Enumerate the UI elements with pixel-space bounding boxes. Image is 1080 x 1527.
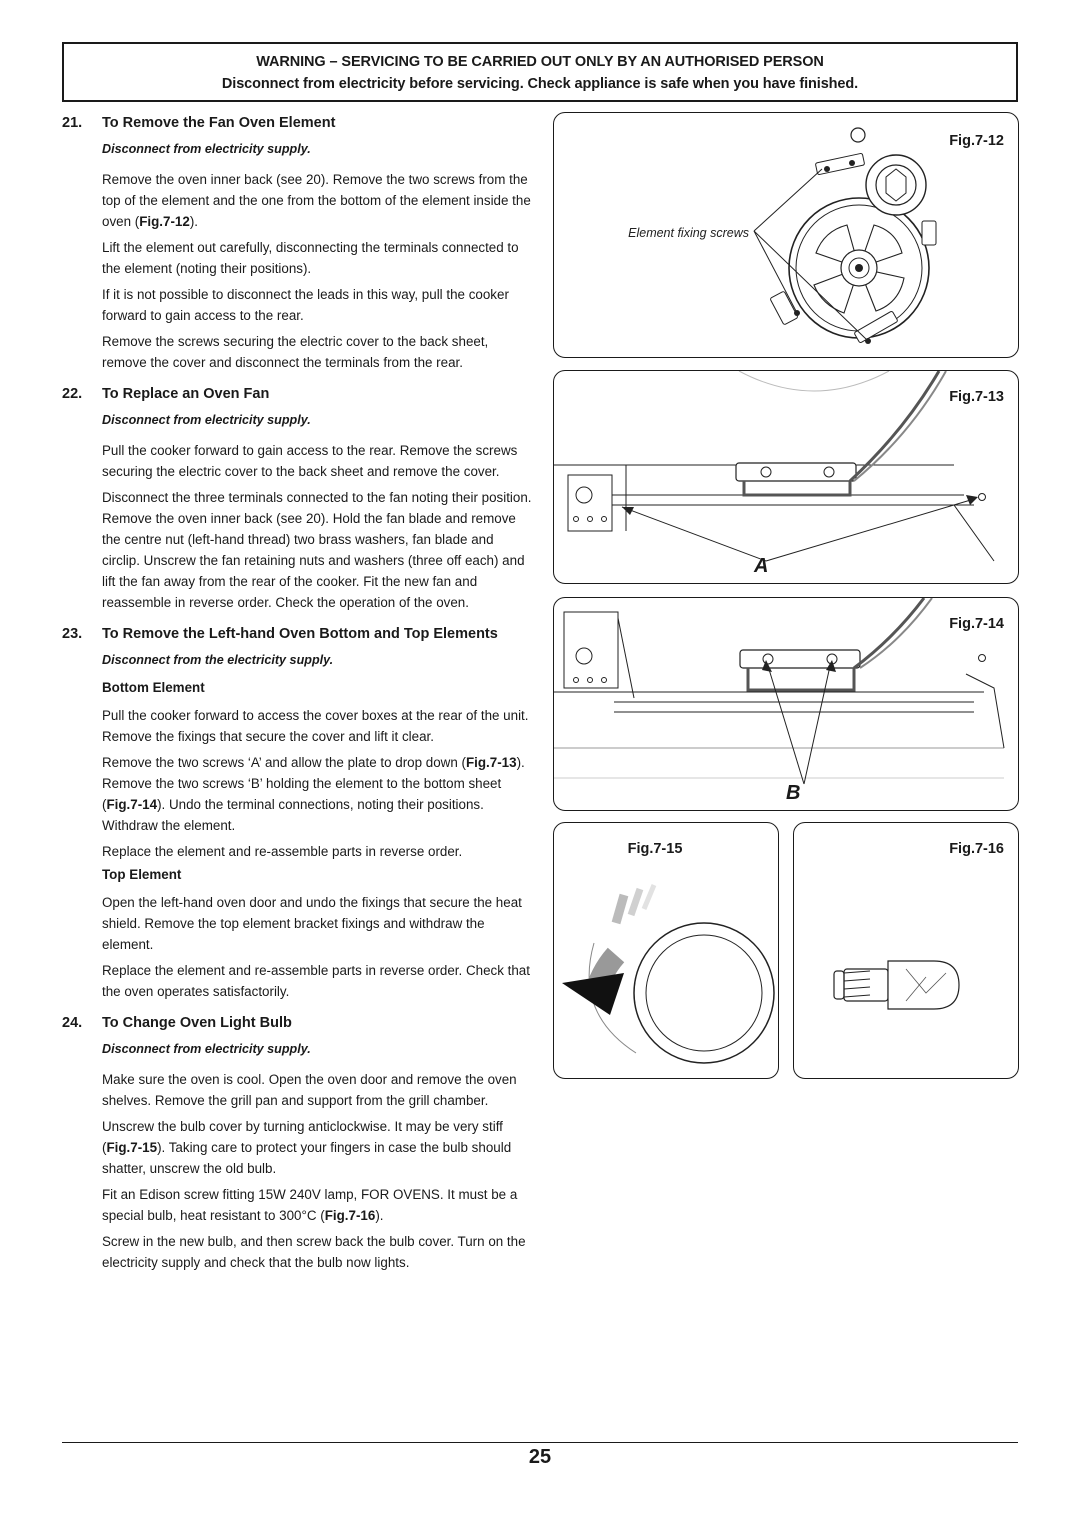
- safety-note: Disconnect from electricity supply.: [102, 413, 311, 427]
- figure-7-12: Element fixing screws Fig.7-12: [553, 112, 1019, 358]
- safety-note: Disconnect from electricity supply.: [102, 142, 311, 156]
- paragraph: Remove the oven inner back (see 20). Rem…: [102, 172, 531, 229]
- paragraph: Replace the element and re-assemble part…: [102, 963, 530, 999]
- bottom-element-plate-illustration: [554, 371, 995, 562]
- figure-7-15: Fig.7-15: [553, 822, 779, 1079]
- paragraph: Lift the element out carefully, disconne…: [102, 240, 519, 276]
- figure-label: Fig.7-16: [949, 841, 1004, 857]
- bottom-element-screws-illustration: [554, 598, 1005, 785]
- figure-reference: Fig.7-13: [465, 755, 517, 770]
- section-title: To Remove the Fan Oven Element: [102, 115, 336, 131]
- warning-title: WARNING – SERVICING TO BE CARRIED OUT ON…: [256, 54, 824, 70]
- section-title: To Remove the Left-hand Oven Bottom and …: [102, 626, 498, 642]
- figure-reference: Fig.7-14: [106, 797, 158, 812]
- section-title: To Replace an Oven Fan: [102, 386, 270, 402]
- section-21-heading: 21. To Remove the Fan Oven Element: [62, 112, 532, 134]
- section-number: 24.: [62, 1015, 83, 1031]
- section-number: 22.: [62, 386, 83, 402]
- section-22-heading: 22. To Replace an Oven Fan: [62, 383, 532, 405]
- section-number: 21.: [62, 115, 83, 131]
- paragraph: Pull the cooker forward to gain access t…: [102, 443, 518, 479]
- paragraph: Screw in the new bulb, and then screw ba…: [102, 1234, 526, 1270]
- element-fixing-screws-callout: Element fixing screws: [628, 226, 749, 240]
- page-number: 25: [528, 1446, 552, 1468]
- section-24-heading: 24. To Change Oven Light Bulb: [62, 1012, 532, 1034]
- figure-7-16: Fig.7-16: [793, 822, 1019, 1079]
- paragraph: Fit an Edison screw fitting 15W 240V lam…: [102, 1187, 518, 1223]
- paragraph: Replace the element and re-assemble part…: [102, 844, 463, 859]
- fan-element-illustration: Element fixing screws: [628, 127, 937, 344]
- paragraph: Disconnect the three terminals connected…: [102, 490, 532, 610]
- figure-label: Fig.7-14: [949, 616, 1004, 632]
- top-element-label: Top Element: [102, 867, 182, 882]
- safety-note: Disconnect from the electricity supply.: [102, 653, 334, 667]
- safety-note: Disconnect from electricity supply.: [102, 1042, 311, 1056]
- bottom-element-label: Bottom Element: [102, 680, 205, 695]
- figure-7-13: Fig.7-13 A: [553, 370, 1019, 584]
- figure-reference: Fig.7-12: [139, 214, 190, 229]
- paragraph: Pull the cooker forward to access the co…: [102, 708, 529, 744]
- paragraph: Remove the two screws ‘A’ and allow the …: [102, 755, 525, 833]
- paragraph: Remove the screws securing the electric …: [102, 334, 489, 370]
- figure-label: Fig.7-15: [627, 841, 683, 857]
- warning-subtitle: Disconnect from electricity before servi…: [221, 76, 859, 92]
- section-title: To Change Oven Light Bulb: [102, 1015, 292, 1031]
- paragraph: Unscrew the bulb cover by turning anticl…: [102, 1119, 512, 1176]
- figure-reference: Fig.7-16: [324, 1208, 376, 1223]
- paragraph: Open the left-hand oven door and undo th…: [102, 895, 522, 952]
- footer-rule: [62, 1442, 1018, 1443]
- oven-bulb-illustration: [833, 960, 960, 1010]
- unscrew-bulb-cover-illustration: [562, 884, 775, 1064]
- warning-box: WARNING – SERVICING TO BE CARRIED OUT ON…: [62, 42, 1018, 102]
- paragraph: Make sure the oven is cool. Open the ove…: [102, 1072, 517, 1108]
- figure-label: Fig.7-12: [949, 133, 1004, 149]
- screw-b-letter: B: [786, 782, 801, 804]
- text-column: 21. To Remove the Fan Oven Element Disco…: [62, 112, 532, 1278]
- figure-label: Fig.7-13: [949, 389, 1004, 405]
- screw-a-letter: A: [754, 555, 769, 577]
- section-number: 23.: [62, 626, 83, 642]
- figure-7-14: Fig.7-14 B: [553, 597, 1019, 811]
- paragraph: If it is not possible to disconnect the …: [102, 287, 509, 323]
- figure-reference: Fig.7-15: [106, 1140, 158, 1155]
- section-23-heading: 23. To Remove the Left-hand Oven Bottom …: [62, 623, 532, 645]
